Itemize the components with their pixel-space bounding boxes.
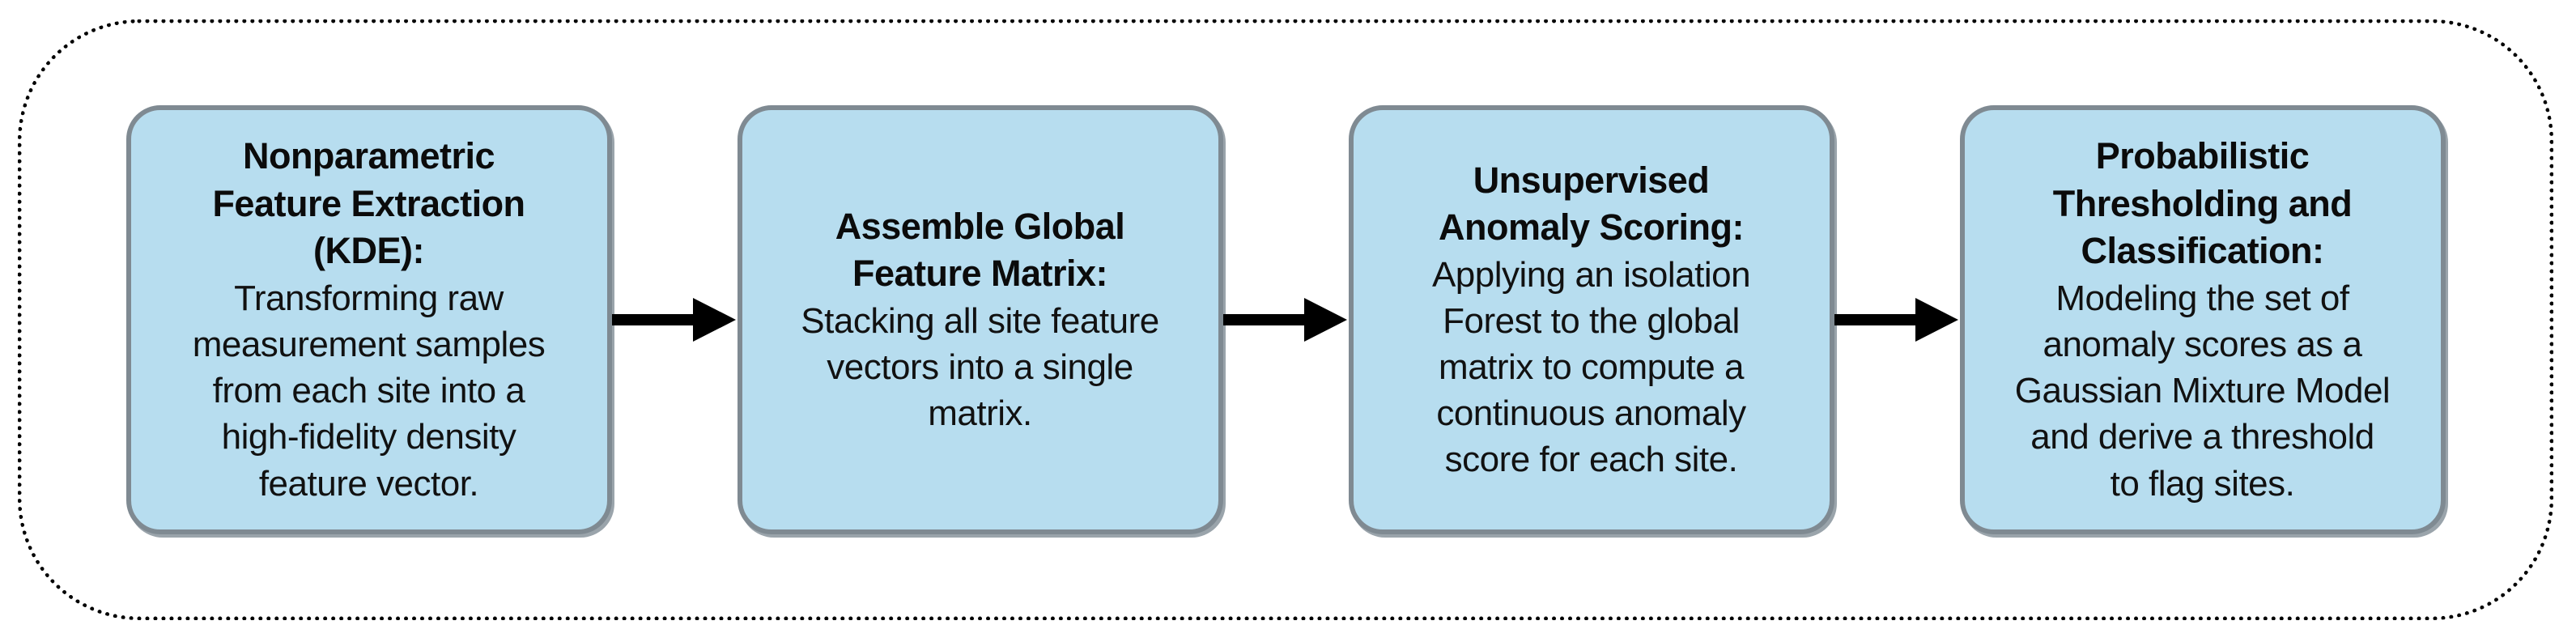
- pipeline-flow: Nonparametric Feature Extraction (KDE): …: [125, 105, 2446, 534]
- right-arrow-icon: [1834, 298, 1958, 342]
- right-arrow-icon: [611, 298, 736, 342]
- right-arrow-icon: [1222, 298, 1347, 342]
- step-box-thresholding-classification: Probabilistic Thresholding and Classific…: [1959, 105, 2446, 534]
- step-title: Nonparametric Feature Extraction (KDE):: [212, 135, 525, 272]
- step-title: Assemble Global Feature Matrix:: [835, 205, 1125, 295]
- step-box-kde-feature-extraction: Nonparametric Feature Extraction (KDE): …: [125, 105, 612, 534]
- pipeline-outline: Nonparametric Feature Extraction (KDE): …: [18, 19, 2553, 620]
- step-title: Unsupervised Anomaly Scoring:: [1438, 159, 1745, 249]
- step-description: Transforming raw measurement samples fro…: [192, 278, 546, 504]
- step-description: Applying an isolation Forest to the glob…: [1431, 254, 1751, 480]
- step-box-anomaly-scoring: Unsupervised Anomaly Scoring: Applying a…: [1348, 105, 1834, 534]
- step-description: Modeling the set of anomaly scores as a …: [2014, 278, 2391, 504]
- step-box-global-feature-matrix: Assemble Global Feature Matrix: Stacking…: [737, 105, 1223, 534]
- step-description: Stacking all site feature vectors into a…: [801, 300, 1159, 434]
- step-title: Probabilistic Thresholding and Classific…: [2052, 135, 2353, 272]
